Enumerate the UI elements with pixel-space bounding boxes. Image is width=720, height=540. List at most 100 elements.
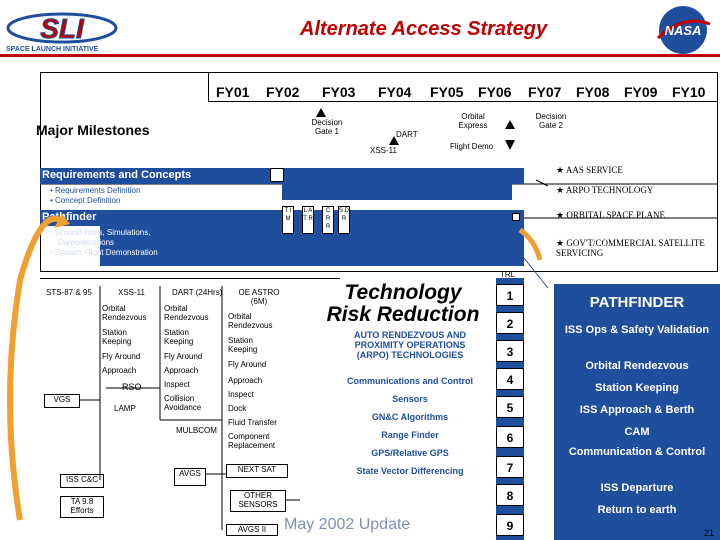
avgs-ii-box: AVGS II: [226, 524, 278, 536]
pathfinder-panel: PATHFINDER ISS Ops & Safety Validation O…: [554, 284, 720, 540]
trl-label: TRL: [500, 270, 516, 279]
pathfinder-row-item-overlay: • System Flight Demonstration: [50, 248, 158, 257]
tech-item-state-vector: State Vector Differencing: [356, 466, 464, 476]
fy-label: FY06: [478, 84, 512, 100]
fy-label: FY02: [266, 84, 300, 100]
pathfinder-item: ISS Departure: [600, 482, 674, 494]
capability-item: Orbital Rendezvous: [228, 312, 273, 330]
capability-item: Inspect: [228, 390, 254, 399]
requirements-title: Requirements and Concepts: [42, 169, 192, 181]
capability-item: Fly Around: [228, 360, 267, 369]
next-sat-box: NEXT SAT: [226, 464, 288, 478]
star-icon: ★: [556, 185, 566, 195]
trl-level: 1: [496, 284, 524, 306]
iss-cc-box: ISS C&C: [60, 474, 104, 488]
fy-label: FY04: [378, 84, 412, 100]
tech-item-gps: GPS/Relative GPS: [371, 448, 449, 458]
fy-label: FY05: [430, 84, 464, 100]
star-icon: ★: [556, 210, 567, 220]
fy-label: FY03: [322, 84, 356, 100]
fy-label: FY09: [624, 84, 658, 100]
tech-item-comms: Communications and Control: [347, 376, 473, 386]
trl-column: 1 2 3 4 5 6 7 8 9: [496, 278, 524, 540]
svg-text:SLI: SLI: [40, 13, 85, 44]
fiscal-year-header: [208, 72, 718, 102]
mission-oe-astro: OE ASTRO (6M): [238, 288, 280, 306]
pathfinder-title: PATHFINDER: [589, 294, 685, 311]
pathfinder-item: ISS Approach & Berth: [579, 404, 695, 416]
avgs-box: AVGS: [174, 468, 206, 486]
pathfinder-row-item: Demonstrations: [58, 238, 115, 247]
vertical-label-sdr: S D R: [338, 206, 350, 234]
missions-area: [40, 278, 340, 540]
requirements-item: • Concept Definition: [50, 196, 121, 205]
tech-heading-line2: Risk Reduction: [326, 303, 480, 326]
trl-level: 2: [496, 312, 524, 334]
vertical-label-tim: T I M: [282, 206, 294, 234]
star-icon: ★: [556, 238, 567, 248]
capability-item: Collision Avoidance: [164, 394, 202, 412]
rso-label: RSO: [122, 382, 142, 392]
fy-label: FY07: [528, 84, 562, 100]
vgs-box: VGS: [44, 394, 80, 408]
mulbcom-label: MULBCOM: [176, 426, 217, 435]
tech-heading: Technology Risk Reduction: [308, 282, 498, 326]
pathfinder-item: Communication & Control: [568, 446, 706, 458]
trl-level: 3: [496, 340, 524, 362]
major-milestones-label: Major Milestones: [36, 122, 150, 138]
tech-panel: AUTO RENDEZVOUS AND PROXIMITY OPERATIONS…: [340, 330, 480, 530]
pathfinder-item: CAM: [624, 426, 650, 438]
capability-item: Station Keeping: [164, 328, 194, 346]
trl-level: 7: [496, 456, 524, 478]
requirements-item: • Requirements Definition: [50, 186, 141, 195]
capability-item: Dock: [228, 404, 247, 413]
vertical-label-latr: L A T R: [302, 206, 314, 234]
tech-item-gnc: GN&C Algorithms: [371, 412, 449, 422]
milestone-decision-gate-1: Decision Gate 1: [311, 118, 343, 136]
pathfinder-milestone-box: [512, 213, 520, 221]
trl-level: 5: [496, 396, 524, 418]
pathfinder-item: Orbital Rendezvous: [585, 360, 689, 372]
pathfinder-item: Return to earth: [597, 504, 677, 516]
milestone-orbital-express: Orbital Express: [458, 112, 488, 130]
requirements-milestone-box: [270, 168, 284, 182]
sli-logo-subtitle: SPACE LAUNCH INITIATIVE: [6, 46, 99, 53]
goal-arpo-technology: ★ ARPO TECHNOLOGY: [556, 185, 654, 195]
sli-logo: SLI SPACE LAUNCH INITIATIVE: [4, 8, 124, 58]
goal-govt-commercial: ★ GOV'T/COMMERCIAL SATELLITE SERVICING: [556, 238, 705, 258]
page-number: 21: [704, 528, 715, 538]
page-title: Alternate Access Strategy: [300, 18, 548, 40]
capability-item: Approach: [164, 366, 199, 375]
capability-item: Orbital Rendezvous: [102, 304, 147, 322]
header-divider: [0, 54, 720, 57]
capability-item: Orbital Rendezvous: [164, 304, 209, 322]
capability-item: Inspect: [164, 380, 190, 389]
trl-level: 8: [496, 484, 524, 506]
pathfinder-row-item-overlay: Demonstrations: [58, 238, 115, 247]
star-icon: ★: [556, 165, 566, 175]
pathfinder-item: ISS Ops & Safety Validation: [564, 324, 710, 336]
tech-item-sensors: Sensors: [392, 394, 428, 404]
capability-item: Fluid Transfer: [228, 418, 277, 427]
tech-item-range-finder: Range Finder: [381, 430, 439, 440]
trl-level: 6: [496, 426, 524, 448]
update-label: May 2002 Update: [284, 516, 411, 533]
trl-level: 9: [496, 514, 524, 536]
lamp-label: LAMP: [114, 404, 136, 413]
capability-item: Fly Around: [102, 352, 141, 361]
capability-item: Approach: [102, 366, 137, 375]
requirements-continuation-bar: [282, 184, 512, 200]
milestone-flight-demo: Flight Demo: [450, 142, 494, 151]
goal-aas-service: ★ AAS SERVICE: [556, 165, 623, 175]
capability-item: Approach: [228, 376, 263, 385]
fy-label: FY01: [216, 84, 250, 100]
fy-label: FY10: [672, 84, 706, 100]
fy-label: FY08: [576, 84, 610, 100]
capability-item: Station Keeping: [228, 336, 258, 354]
capability-item: Component Replacement: [228, 432, 276, 450]
milestone-dart: DART: [396, 130, 418, 139]
mission-sts: STS-87 & 95: [46, 288, 92, 297]
capability-item: Station Keeping: [102, 328, 132, 346]
